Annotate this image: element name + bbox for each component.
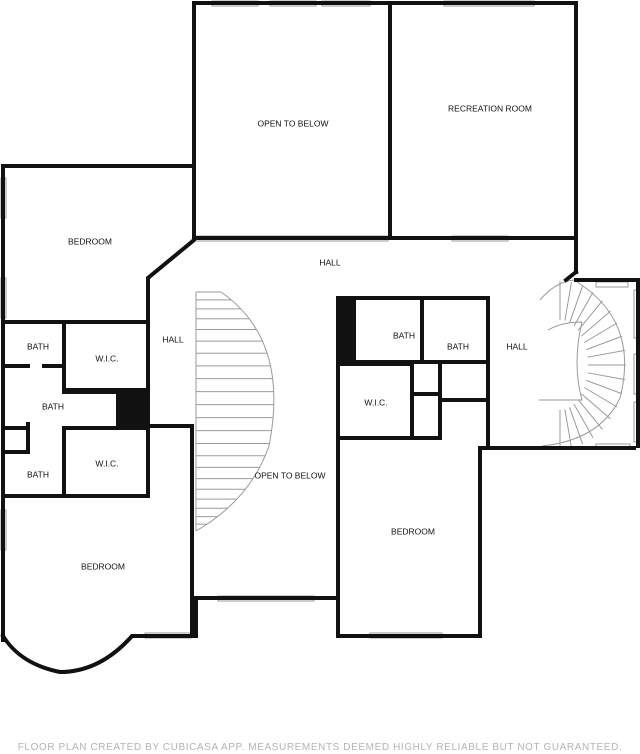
- label-bath-center-2: BATH: [447, 341, 469, 351]
- stair-tread: [583, 322, 618, 343]
- stair-tread: [587, 372, 626, 381]
- label-hall-right: HALL: [506, 341, 528, 351]
- label-bath-left-1: BATH: [27, 341, 49, 351]
- stair-tread: [573, 403, 594, 438]
- staircase-right: [539, 279, 626, 449]
- label-bedroom-left-top: BEDROOM: [68, 236, 112, 246]
- stair-tread: [577, 300, 603, 331]
- label-bath-left-2: BATH: [42, 401, 64, 411]
- label-hall-top: HALL: [319, 257, 341, 267]
- label-recreation-room: RECREATION ROOM: [448, 103, 532, 113]
- stair-tread: [581, 393, 611, 420]
- footer-disclaimer: FLOOR PLAN CREATED BY CUBICASA APP. MEAS…: [17, 742, 623, 753]
- label-bath-center-1: BATH: [393, 330, 415, 340]
- stair-tread: [587, 349, 626, 358]
- staircase-left: [195, 291, 275, 532]
- stair-tread: [569, 407, 584, 445]
- label-open-to-below-center: OPEN TO BELOW: [254, 470, 325, 480]
- closet-center: [340, 300, 356, 362]
- stair-tread: [581, 310, 611, 337]
- stair-tread: [586, 379, 623, 395]
- windows: [0, 0, 640, 639]
- stair-tread: [583, 387, 618, 408]
- label-hall-left: HALL: [162, 334, 184, 344]
- stair-tread: [577, 399, 603, 430]
- label-wic-center: W.I.C.: [364, 397, 387, 407]
- label-wic-left-2: W.I.C.: [95, 458, 118, 468]
- stair-tread: [564, 409, 572, 448]
- stair-tread: [573, 292, 594, 327]
- walls: [0, 1, 640, 675]
- stair-tread: [569, 285, 584, 323]
- stair-tread: [586, 335, 623, 351]
- label-bedroom-left-bottom: BEDROOM: [81, 561, 125, 571]
- label-wic-left-1: W.I.C.: [95, 353, 118, 363]
- stair-tread: [564, 282, 572, 321]
- label-bath-left-3: BATH: [27, 469, 49, 479]
- label-bedroom-center: BEDROOM: [391, 526, 435, 536]
- closet-left: [116, 390, 148, 426]
- label-open-to-below-top: OPEN TO BELOW: [257, 118, 328, 128]
